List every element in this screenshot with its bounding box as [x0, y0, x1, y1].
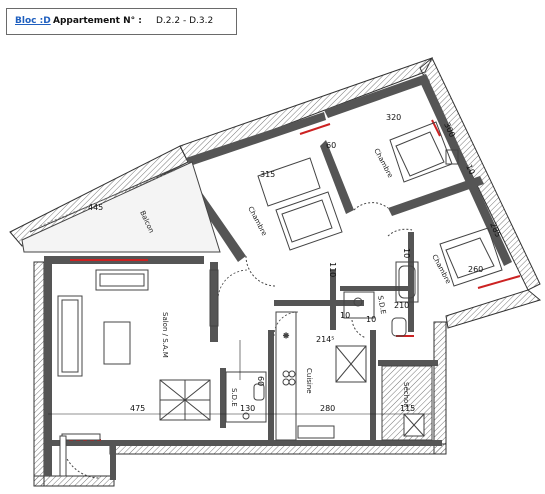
bathroom-1	[225, 371, 267, 423]
label-sechoir: Séchoir	[402, 382, 410, 408]
apartment-reference: D.2.2 - D.3.2	[156, 16, 214, 26]
dim-210: 210	[394, 301, 409, 310]
label-cuisine: Cuisine	[305, 368, 313, 394]
bloc-label[interactable]: Bloc :D	[15, 16, 51, 26]
label-sde-1: S.D.E	[230, 388, 238, 407]
dim-60-b: 60	[256, 376, 265, 386]
dim-475: 475	[130, 404, 145, 413]
bedroom-1-furniture	[245, 157, 343, 287]
title-box: Bloc :D Appartement N° : D.2.2 - D.3.2	[6, 8, 237, 35]
dryer-area	[381, 365, 433, 441]
svg-text:✳: ✳	[283, 332, 289, 340]
apartment-label: Appartement N° :	[53, 16, 142, 26]
bathroom-2	[343, 261, 419, 339]
dim-10-c: 10	[366, 315, 376, 324]
dim-445: 445	[88, 203, 103, 212]
living-room-furniture	[57, 269, 219, 479]
label-sde-2: S.D.E	[376, 295, 387, 315]
dim-280: 280	[320, 404, 335, 413]
exterior-walls	[9, 57, 542, 487]
dim-10-d: 10	[340, 311, 350, 320]
kitchen-furniture: ✳	[275, 311, 367, 441]
dim-115: 115	[400, 404, 415, 413]
dim-10-a: 10	[464, 163, 476, 176]
dim-10-b: 10	[402, 248, 411, 258]
bedroom-3-furniture	[387, 227, 503, 287]
dim-320: 320	[386, 113, 401, 122]
dim-60: 60	[326, 141, 336, 150]
dim-260: 260	[468, 265, 483, 274]
dimension-labels: 445 475 130 280 115 315 320 60 300 10 28…	[88, 113, 503, 413]
dimension-lines	[48, 340, 432, 415]
bedroom-2-furniture	[353, 121, 459, 211]
dim-130: 130	[240, 404, 255, 413]
dim-214: 214⁵	[316, 335, 334, 344]
label-chambre-2: Chambre	[372, 147, 394, 179]
doors	[217, 269, 299, 337]
dim-315: 315	[260, 170, 275, 179]
label-salon: Salon / S.A.M	[161, 312, 169, 358]
label-chambre-1: Chambre	[246, 205, 268, 237]
balcony	[21, 161, 221, 253]
dim-110: 110	[328, 262, 337, 277]
